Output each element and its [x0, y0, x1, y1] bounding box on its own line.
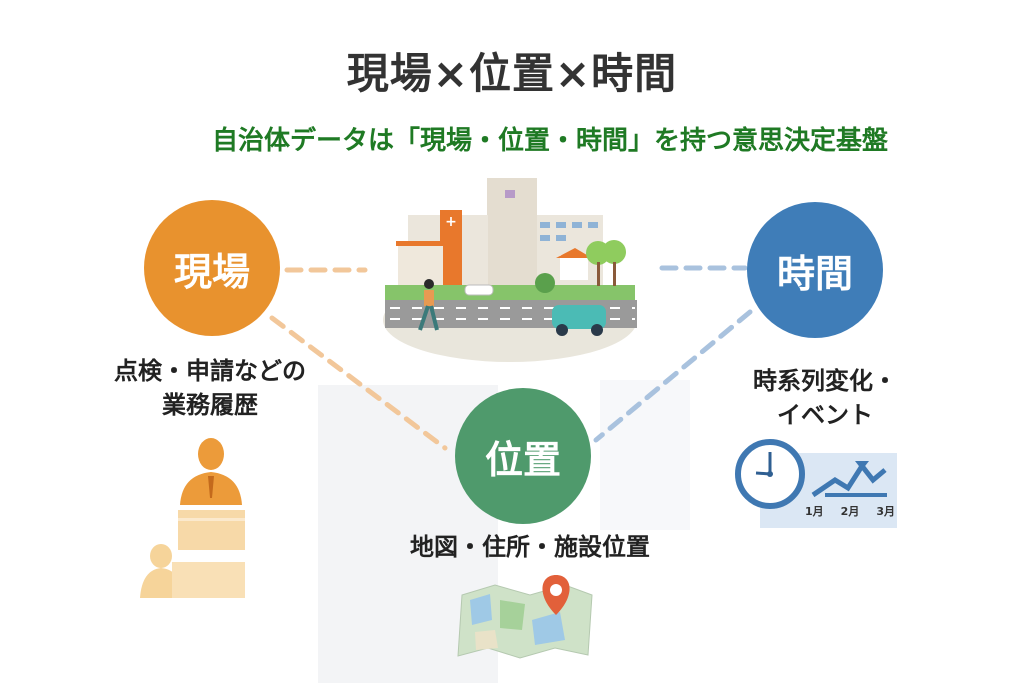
month-label: 1月	[805, 505, 824, 518]
node-jikan: 時間	[747, 202, 883, 338]
trend-chart-icon	[811, 461, 887, 498]
desc-line: 業務履歴	[162, 391, 258, 419]
genba-description: 点検・申請などの 業務履歴	[80, 354, 340, 422]
chart-month-labels: 1月 2月 3月	[805, 503, 895, 519]
node-label: 時間	[776, 251, 853, 296]
ichi-description: 地図・住所・施設位置	[380, 530, 680, 564]
svg-text:+: +	[445, 214, 457, 230]
node-ichi: 位置	[455, 388, 591, 524]
node-genba: 現場	[144, 200, 280, 336]
node-label: 位置	[484, 437, 561, 482]
subtitle: 自治体データは「現場・位置・時間」を持つ意思決定基盤	[211, 126, 888, 156]
background-shape	[600, 380, 690, 530]
business-person-icon	[140, 438, 245, 598]
jikan-description: 時系列変化・ イベント	[710, 364, 940, 432]
clock-icon	[735, 439, 897, 528]
desc-line: 点検・申請などの	[114, 357, 306, 385]
connector-line	[593, 309, 753, 443]
desc-line: イベント	[777, 401, 873, 429]
town-illustration: +	[383, 178, 637, 362]
page-title: 現場×位置×時間	[346, 49, 678, 98]
month-label: 2月	[840, 505, 860, 518]
month-label: 3月	[876, 505, 895, 518]
map-icon	[457, 575, 593, 659]
connector-line	[269, 315, 448, 451]
node-label: 現場	[173, 249, 250, 294]
desc-line: 時系列変化・	[753, 367, 897, 395]
desc-line: 地図・住所・施設位置	[410, 533, 650, 561]
